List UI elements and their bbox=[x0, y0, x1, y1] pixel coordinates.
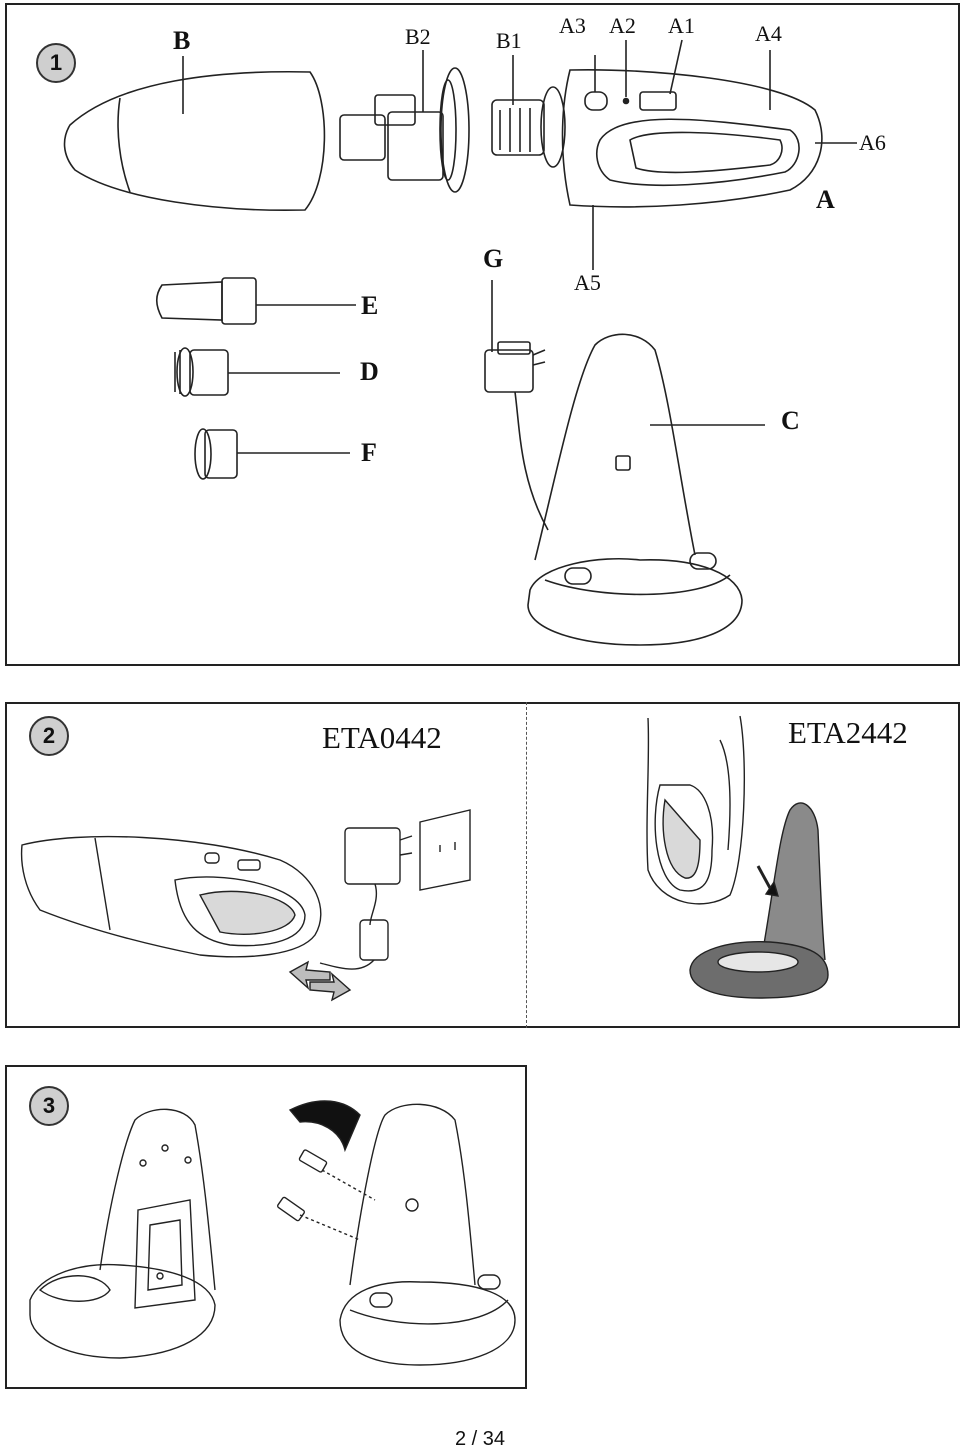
charging-base-drawing bbox=[528, 334, 765, 645]
base-rear-view-drawing bbox=[30, 1109, 215, 1358]
figure-2-divider bbox=[526, 702, 527, 1028]
figure-3-panel bbox=[5, 1065, 527, 1389]
filter-holder-drawing bbox=[340, 50, 469, 192]
motor-body-drawing bbox=[563, 40, 858, 270]
label-D: D bbox=[360, 357, 379, 386]
label-A4: A4 bbox=[755, 21, 782, 46]
page-total: 34 bbox=[482, 1428, 506, 1450]
wall-mount-drawing bbox=[277, 1101, 515, 1365]
label-A2: A2 bbox=[609, 13, 636, 38]
label-C: C bbox=[781, 406, 800, 435]
label-B1: B1 bbox=[496, 28, 522, 53]
model-label-right: ETA2442 bbox=[788, 715, 908, 750]
label-B: B bbox=[173, 26, 191, 55]
filter-drawing bbox=[492, 55, 565, 167]
adapter-drawing bbox=[485, 280, 548, 530]
page-number: 2 / 34 bbox=[0, 1428, 960, 1451]
figure-2-illustration bbox=[0, 0, 960, 1030]
figure-2-badge: 2 bbox=[29, 716, 69, 756]
page-current: 2 bbox=[454, 1428, 467, 1450]
label-B2: B2 bbox=[405, 24, 431, 49]
vacuum-docking-drawing bbox=[647, 716, 828, 998]
label-A: A bbox=[816, 185, 835, 214]
model-label-left: ETA0442 bbox=[322, 720, 442, 755]
label-F: F bbox=[361, 438, 377, 467]
figure-1-illustration bbox=[0, 0, 960, 670]
label-G: G bbox=[483, 244, 504, 273]
vacuum-with-adapter-drawing bbox=[22, 810, 470, 1000]
figure-3-badge: 3 bbox=[29, 1086, 69, 1126]
label-A6: A6 bbox=[859, 130, 886, 155]
attachments-drawing bbox=[157, 278, 356, 479]
figure-3-illustration bbox=[0, 0, 960, 1400]
label-A5: A5 bbox=[574, 270, 601, 295]
dust-container-drawing bbox=[65, 56, 325, 210]
figure-1-badge: 1 bbox=[36, 43, 76, 83]
label-E: E bbox=[361, 291, 379, 320]
label-A3: A3 bbox=[559, 13, 586, 38]
label-A1: A1 bbox=[668, 13, 695, 38]
figure-1-panel bbox=[5, 3, 960, 666]
page-separator: / bbox=[471, 1428, 478, 1450]
